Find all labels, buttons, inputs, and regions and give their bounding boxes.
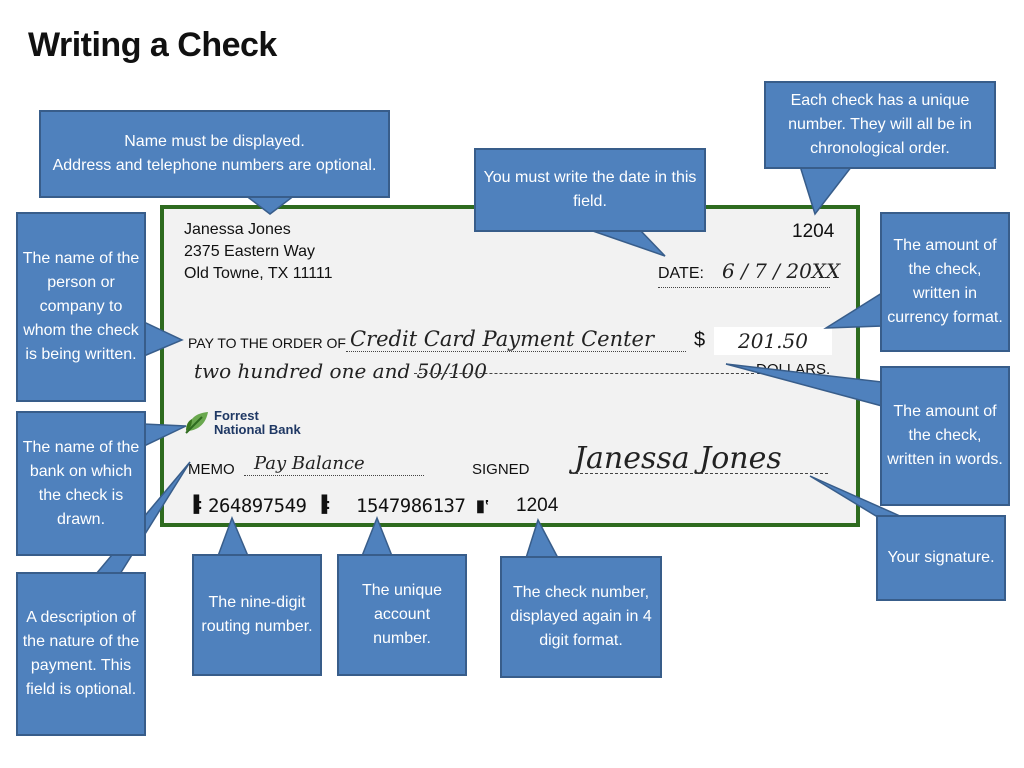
payer-address: 2375 Eastern Way [184,243,316,260]
account-number: 1547986137 [356,495,466,517]
payee-line [346,351,686,352]
payer-city: Old Towne, TX 11111 [184,265,333,282]
signature: Janessa Jones [574,441,782,476]
page-title: Writing a Check [28,26,277,64]
callout-routing: The nine-digit routing number. [192,554,322,676]
signature-line [570,473,828,474]
payee-value: Credit Card Payment Center [350,327,655,351]
amount-value: 201.50 [738,329,808,353]
micr-transit-symbol: ▐: [188,496,203,513]
memo-line [244,475,424,476]
amount-box [714,327,832,355]
bank-name-line1: Forrest [214,408,259,423]
callout-payee: The name of the person or company to who… [16,212,146,402]
routing-number: 264897549 [208,495,307,517]
leaf-logo-icon [184,409,212,435]
check: Janessa Jones 2375 Eastern Way Old Towne… [160,205,860,527]
callout-name: Name must be displayed. Address and tele… [39,110,390,198]
callout-memo: A description of the nature of the payme… [16,572,146,736]
date-line [658,287,830,288]
amount-words-value: two hundred one and 50/100 [194,359,487,383]
amount-words-line [414,373,754,374]
micr-transit-symbol-end: ▐: [316,496,331,513]
micr-onus-symbol: ▮‛ [476,498,490,515]
check-number: 1204 [792,221,835,242]
callout-date: You must write the date in this field. [474,148,706,232]
callout-amount-words: The amount of the check, written in word… [880,366,1010,506]
callout-micr-check-number: The check number, displayed again in 4 d… [500,556,662,678]
callout-amount-currency: The amount of the check, written in curr… [880,212,1010,352]
dollar-sign: $ [694,329,706,351]
memo-value: Pay Balance [254,453,365,474]
dollars-label: DOLLARS. [756,361,831,378]
pay-to-label: PAY TO THE ORDER OF [188,335,346,351]
memo-label: MEMO [188,461,235,478]
callout-bank: The name of the bank on which the check … [16,411,146,556]
micr-check-number: 1204 [516,495,559,516]
signed-label: SIGNED [472,461,530,478]
callout-check-number: Each check has a unique number. They wil… [764,81,996,169]
payer-name: Janessa Jones [184,221,291,238]
bank-name-line2: National Bank [214,422,301,437]
callout-account: The unique account number. [337,554,467,676]
date-label: DATE: [658,265,704,282]
date-value: 6 / 7 / 20XX [722,259,841,283]
callout-signature: Your signature. [876,515,1006,601]
